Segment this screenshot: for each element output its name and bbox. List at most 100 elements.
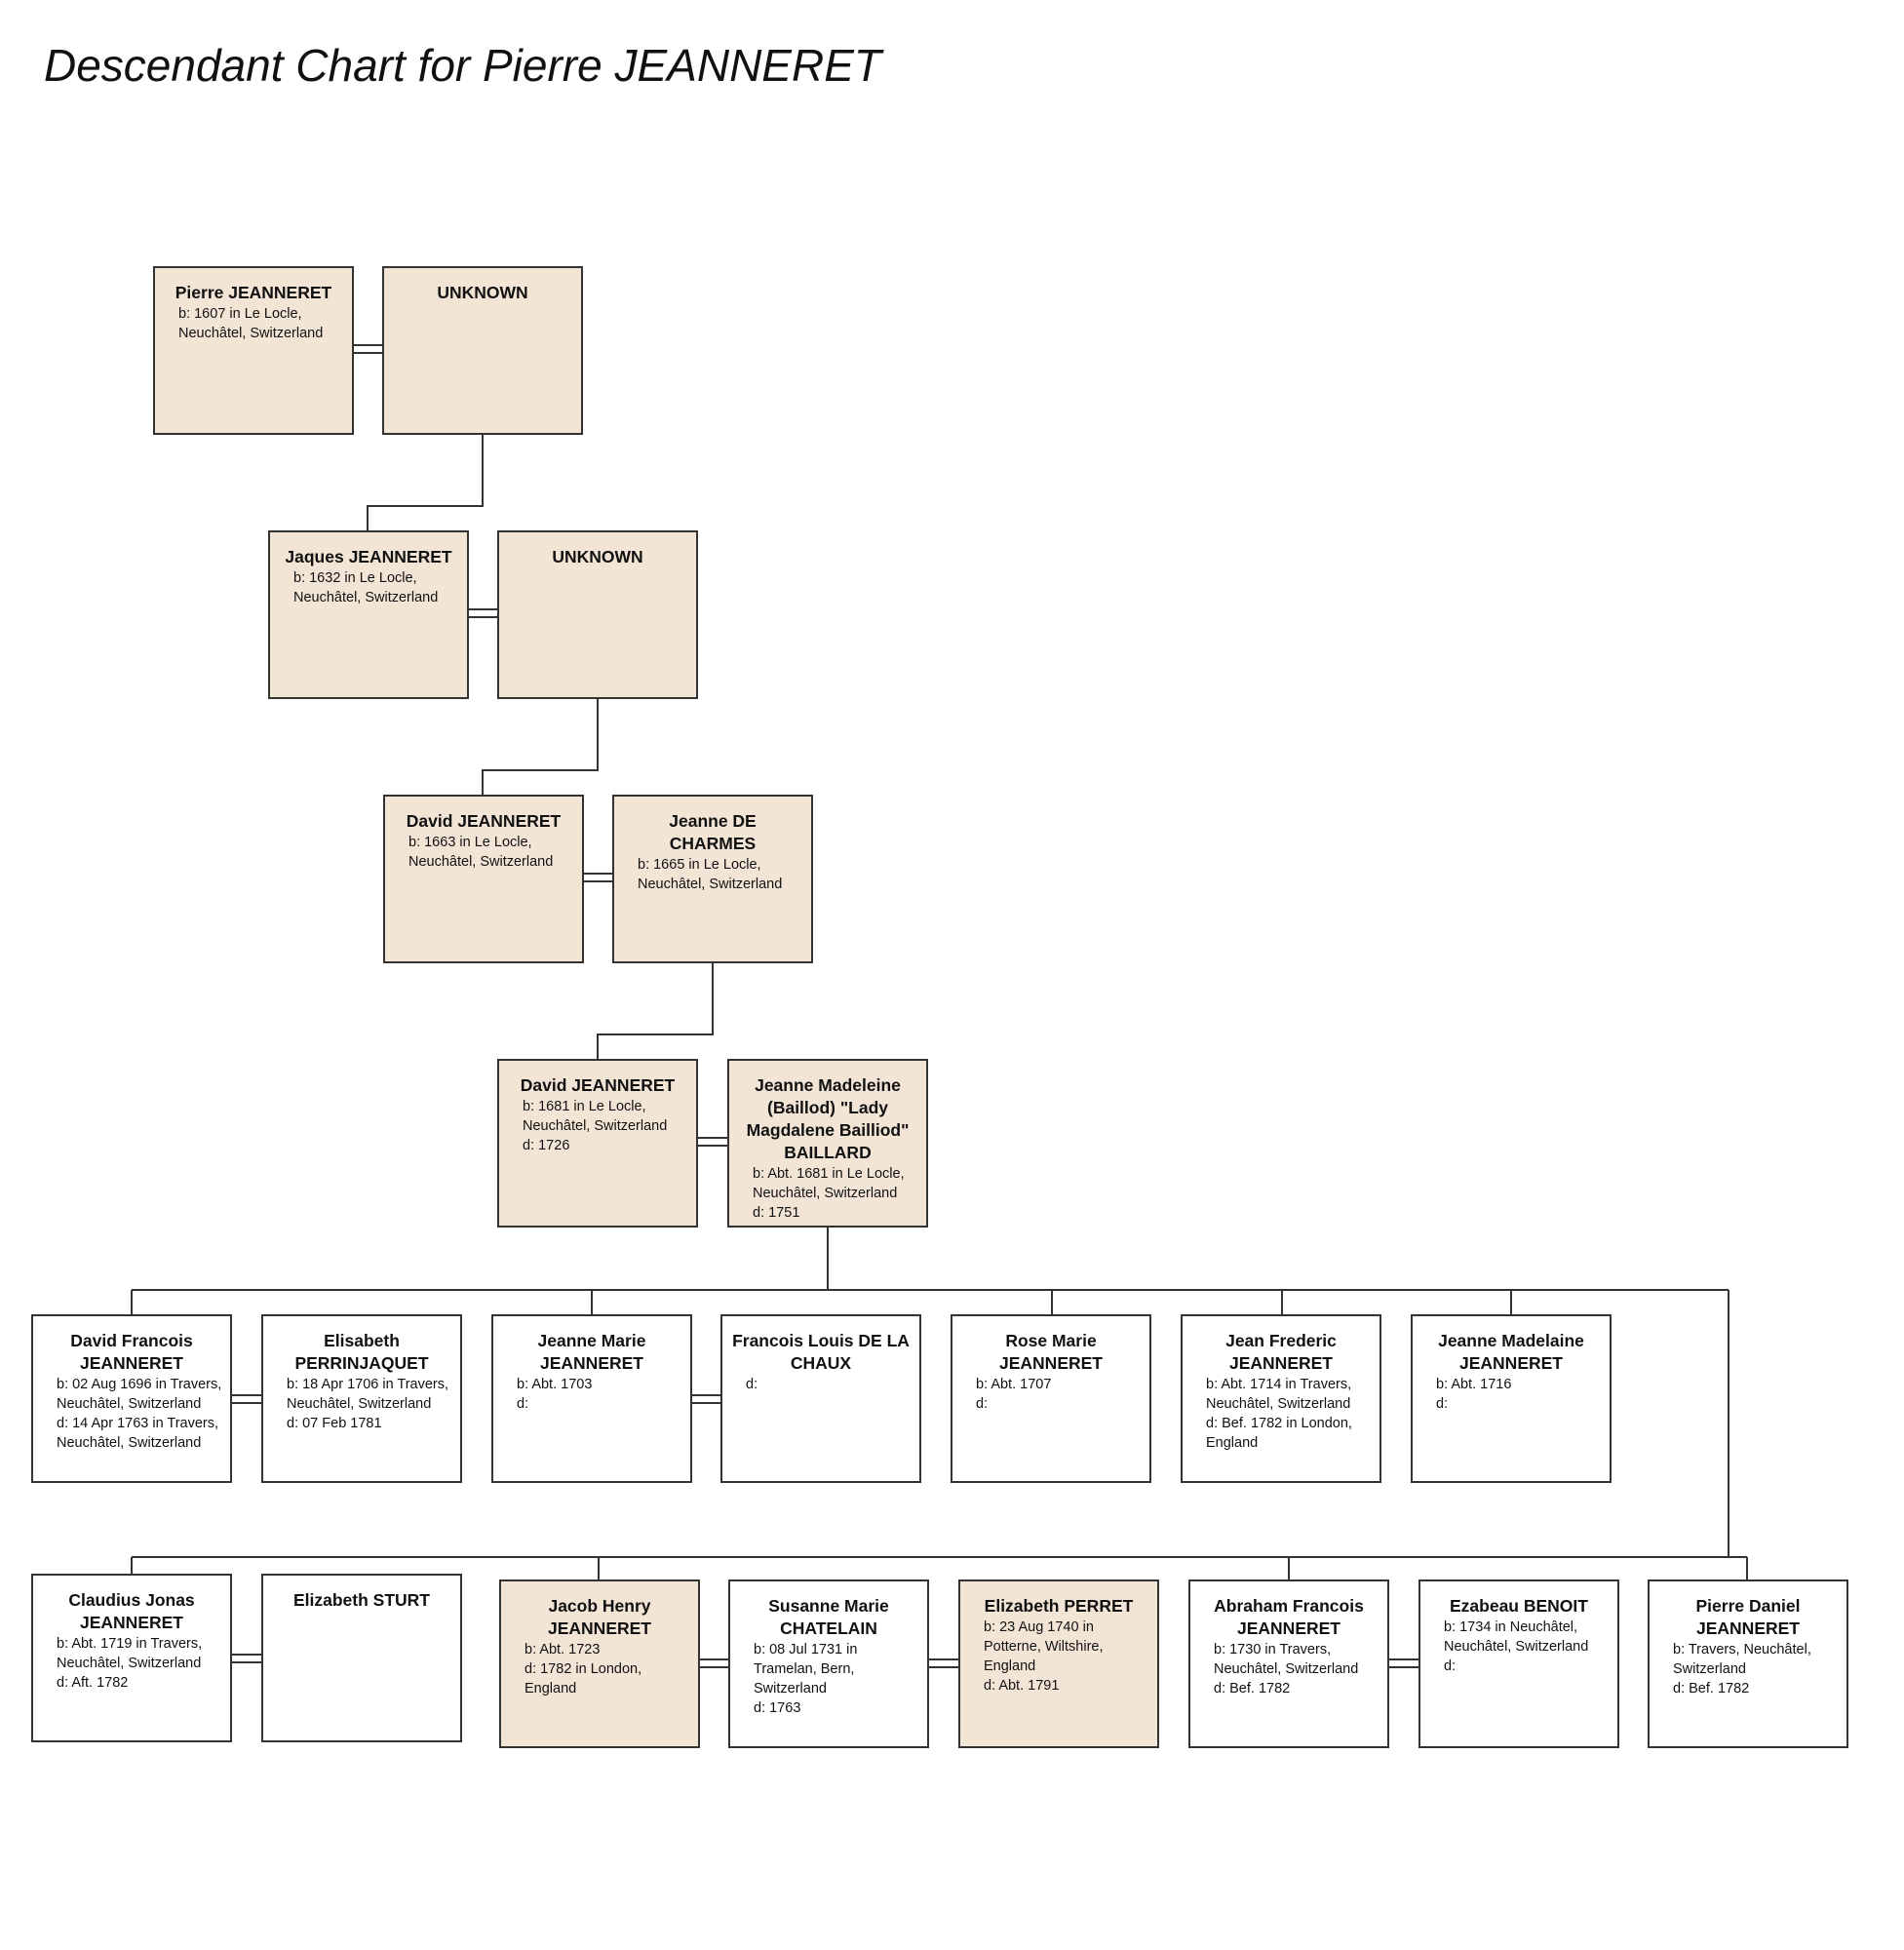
person-name: Abraham Francois JEANNERET [1214,1596,1364,1638]
person-detail: d: 07 Feb 1781 [287,1416,382,1431]
person-detail: b: 1681 in Le Locle, [523,1099,646,1114]
person-name: Jeanne Madelaine JEANNERET [1438,1331,1584,1373]
person-detail: Neuchâtel, Switzerland [1206,1396,1351,1412]
person-detail: d: 1726 [523,1138,570,1153]
person-detail: b: Abt. 1707 [976,1377,1052,1392]
person-detail: Neuchâtel, Switzerland [408,854,554,870]
person-box-elisabeth-perrinjaquet[interactable]: Elisabeth PERRINJAQUET b: 18 Apr 1706 in… [261,1314,462,1483]
person-detail: b: Abt. 1681 in Le Locle, [753,1166,905,1182]
person-box-jacob-henry-jeanneret[interactable]: Jacob Henry JEANNERET b: Abt. 1723 d: 17… [499,1580,700,1748]
person-box-elizabeth-sturt[interactable]: Elizabeth STURT [261,1574,462,1742]
person-detail: d: 1782 in London, [525,1661,642,1677]
person-detail: Neuchâtel, Switzerland [287,1396,432,1412]
marriage-connector [1389,1658,1419,1668]
person-name: David Francois JEANNERET [70,1331,193,1373]
person-box-jeanne-de-charmes[interactable]: Jeanne DE CHARMES b: 1665 in Le Locle, N… [612,795,813,963]
person-name: Jeanne Marie JEANNERET [537,1331,646,1373]
person-detail: d: Abt. 1791 [984,1678,1060,1694]
person-box-elizabeth-perret[interactable]: Elizabeth PERRET b: 23 Aug 1740 in Potte… [958,1580,1159,1748]
person-detail: d: 1763 [754,1700,801,1716]
person-detail: England [1206,1435,1259,1451]
marriage-connector [699,1658,729,1668]
person-detail: d: 1751 [753,1205,800,1221]
person-detail: d: [746,1377,758,1392]
person-detail: Neuchâtel, Switzerland [57,1435,202,1451]
person-box-claudius-jonas-jeanneret[interactable]: Claudius Jonas JEANNERET b: Abt. 1719 in… [31,1574,232,1742]
descent-line [367,434,484,531]
marriage-connector [691,1394,721,1404]
person-detail: Switzerland [1673,1661,1746,1677]
person-box-pierre-daniel-jeanneret[interactable]: Pierre Daniel JEANNERET b: Travers, Neuc… [1648,1580,1848,1748]
person-name: Jeanne Madeleine (Baillod) "Lady Magdale… [746,1075,910,1162]
person-detail: d: Bef. 1782 [1673,1681,1750,1696]
person-box-jeanne-madelaine-jeanneret[interactable]: Jeanne Madelaine JEANNERET b: Abt. 1716 … [1411,1314,1612,1483]
marriage-connector [232,1654,262,1663]
person-box-ezabeau-benoit[interactable]: Ezabeau BENOIT b: 1734 in Neuchâtel, Neu… [1418,1580,1619,1748]
person-box-unknown-spouse-1[interactable]: UNKNOWN [382,266,583,435]
person-name: Elizabeth STURT [292,1590,430,1610]
descent-line [597,962,714,1059]
person-detail: b: 08 Jul 1731 in [754,1642,858,1658]
person-name: Jacob Henry JEANNERET [548,1596,651,1638]
person-name: Susanne Marie CHATELAIN [768,1596,889,1638]
person-detail: b: Abt. 1716 [1436,1377,1512,1392]
person-name: UNKNOWN [552,547,643,566]
person-detail: d: 14 Apr 1763 in Travers, [57,1416,219,1431]
person-detail: b: 23 Aug 1740 in [984,1619,1094,1635]
person-name: David JEANNERET [406,811,562,831]
person-box-david-jeanneret-1681[interactable]: David JEANNERET b: 1681 in Le Locle, Neu… [497,1059,698,1228]
person-detail: Switzerland [754,1681,827,1696]
person-detail: d: [976,1396,989,1412]
person-name: UNKNOWN [437,283,528,302]
person-box-abraham-francois-jeanneret[interactable]: Abraham Francois JEANNERET b: 1730 in Tr… [1188,1580,1389,1748]
person-detail: Potterne, Wiltshire, [984,1639,1104,1655]
person-name: Ezabeau BENOIT [1450,1596,1588,1616]
person-name: Rose Marie JEANNERET [999,1331,1103,1373]
person-box-jean-frederic-jeanneret[interactable]: Jean Frederic JEANNERET b: Abt. 1714 in … [1181,1314,1381,1483]
person-detail: b: 1730 in Travers, [1214,1642,1332,1658]
person-detail: b: 1663 in Le Locle, [408,835,532,850]
person-detail: Neuchâtel, Switzerland [293,590,439,605]
person-name: Pierre JEANNERET [175,283,332,302]
person-name: Elizabeth PERRET [984,1596,1134,1616]
person-detail: England [525,1681,577,1696]
person-box-unknown-spouse-2[interactable]: UNKNOWN [497,530,698,699]
person-detail: d: Aft. 1782 [57,1675,129,1691]
person-box-susanne-marie-chatelain[interactable]: Susanne Marie CHATELAIN b: 08 Jul 1731 i… [728,1580,929,1748]
person-detail: b: 1734 in Neuchâtel, [1444,1619,1578,1635]
person-detail: Tramelan, Bern, [754,1661,855,1677]
person-detail: Neuchâtel, Switzerland [57,1396,202,1412]
person-box-jaques-jeanneret[interactable]: Jaques JEANNERET b: 1632 in Le Locle, Ne… [268,530,469,699]
person-box-rose-marie-jeanneret[interactable]: Rose Marie JEANNERET b: Abt. 1707 d: [951,1314,1151,1483]
person-detail: b: 1665 in Le Locle, [638,857,761,873]
person-detail: England [984,1658,1036,1674]
person-name: Francois Louis DE LA CHAUX [732,1331,910,1373]
person-detail: b: Abt. 1719 in Travers, [57,1636,203,1652]
person-detail: Neuchâtel, Switzerland [1214,1661,1359,1677]
person-box-jeanne-madeleine-baillard[interactable]: Jeanne Madeleine (Baillod) "Lady Magdale… [727,1059,928,1228]
person-box-pierre-jeanneret[interactable]: Pierre JEANNERET b: 1607 in Le Locle, Ne… [153,266,354,435]
marriage-connector [698,1137,728,1147]
marriage-connector [468,608,498,618]
person-detail: b: Abt. 1714 in Travers, [1206,1377,1352,1392]
person-detail: Neuchâtel, Switzerland [523,1118,668,1134]
person-detail: d: [517,1396,529,1412]
person-box-david-francois-jeanneret[interactable]: David Francois JEANNERET b: 02 Aug 1696 … [31,1314,232,1483]
person-name: Claudius Jonas JEANNERET [68,1590,195,1632]
person-detail: Neuchâtel, Switzerland [638,877,783,892]
person-detail: b: 1632 in Le Locle, [293,570,417,586]
person-detail: b: 02 Aug 1696 in Travers, [57,1377,222,1392]
person-name: Jean Frederic JEANNERET [1225,1331,1337,1373]
marriage-connector [583,873,613,882]
person-box-jeanne-marie-jeanneret[interactable]: Jeanne Marie JEANNERET b: Abt. 1703 d: [491,1314,692,1483]
person-detail: d: Bef. 1782 [1214,1681,1291,1696]
person-detail: d: [1444,1658,1457,1674]
person-box-francois-louis-de-la-chaux[interactable]: Francois Louis DE LA CHAUX d: [720,1314,921,1483]
person-detail: b: 1607 in Le Locle, [178,306,302,322]
person-detail: Neuchâtel, Switzerland [178,326,324,341]
person-detail: d: Bef. 1782 in London, [1206,1416,1352,1431]
person-detail: b: Abt. 1703 [517,1377,593,1392]
person-detail: b: Abt. 1723 [525,1642,601,1658]
person-box-david-jeanneret-1663[interactable]: David JEANNERET b: 1663 in Le Locle, Neu… [383,795,584,963]
